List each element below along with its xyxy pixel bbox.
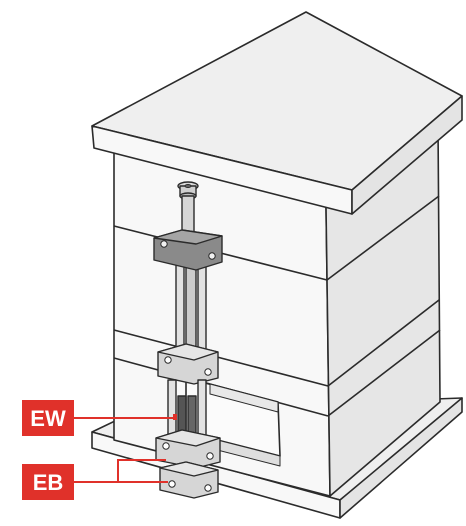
ew-label-box (22, 400, 74, 436)
top-plate-side (351, 95, 463, 215)
ew-label: EW (30, 406, 66, 431)
callout-eb: EB (22, 459, 168, 500)
callout-ew: EW (22, 400, 176, 436)
latch-lock-assembly (153, 181, 223, 499)
lower-clamp-block (155, 429, 221, 469)
eb-leader-line (74, 459, 166, 483)
mold-block (91, 11, 463, 519)
base-plate-side (339, 397, 463, 519)
eb-label-box (22, 464, 74, 500)
eb-clamp-block (159, 461, 219, 499)
ejector-window-inner (209, 383, 279, 413)
eb-label: EB (33, 470, 64, 495)
upper-clamp-block (153, 229, 223, 271)
middle-clamp-block (157, 343, 219, 385)
